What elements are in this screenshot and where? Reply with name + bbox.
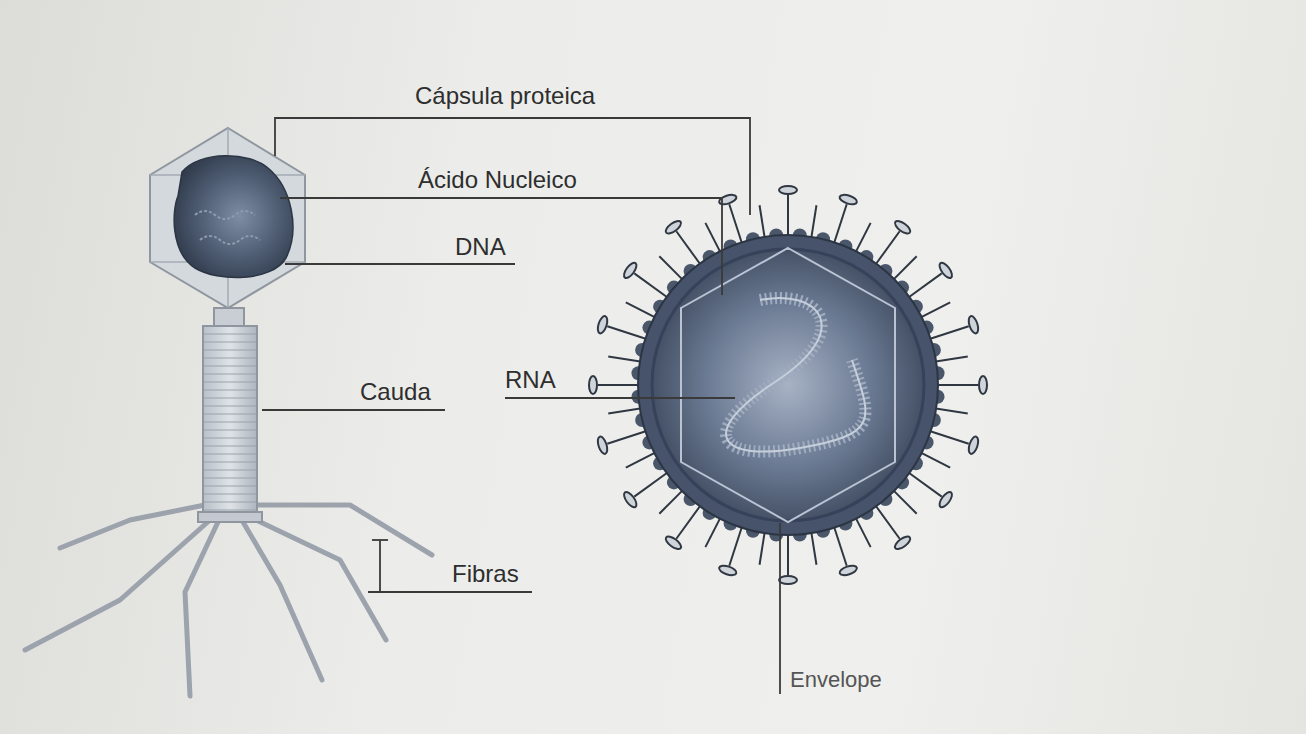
- spike: [729, 526, 742, 566]
- tail-ring: [204, 365, 256, 366]
- tail-ring: [204, 437, 256, 438]
- spike: [855, 517, 870, 547]
- spike: [936, 384, 978, 386]
- spike: [875, 231, 900, 265]
- tail-ring: [204, 397, 256, 398]
- spike: [634, 273, 668, 298]
- spike: [676, 231, 701, 265]
- spike: [607, 326, 647, 339]
- spike: [705, 223, 720, 253]
- spike-knob: [664, 534, 683, 551]
- spike: [626, 302, 656, 317]
- part-label: Fibras: [452, 560, 519, 588]
- spike: [929, 326, 969, 339]
- spike: [834, 526, 847, 566]
- spike-knob: [779, 186, 797, 194]
- spike: [811, 205, 816, 239]
- spike: [929, 431, 969, 444]
- tail-ring: [204, 341, 256, 342]
- spike-knob: [937, 490, 954, 509]
- spike: [934, 357, 968, 362]
- spike: [659, 256, 683, 280]
- spike-knob: [893, 534, 912, 551]
- enveloped-virus: [589, 186, 987, 584]
- tail-ring: [204, 413, 256, 414]
- spike-knob: [718, 564, 738, 577]
- part-label: Cápsula proteica: [415, 82, 595, 110]
- spike: [893, 490, 917, 514]
- spike: [607, 431, 647, 444]
- tail-ring: [204, 405, 256, 406]
- spike: [608, 357, 642, 362]
- spike-knob: [967, 435, 980, 455]
- spike: [875, 505, 900, 539]
- spike-knob: [979, 376, 987, 394]
- spike-knob: [779, 576, 797, 584]
- part-label: RNA: [505, 366, 556, 394]
- spike: [598, 384, 640, 386]
- spike: [834, 204, 847, 244]
- tail-ring: [204, 461, 256, 462]
- spike: [659, 490, 683, 514]
- spike-knob: [838, 193, 858, 206]
- spike-knob: [596, 315, 609, 335]
- bacteriophage: [25, 128, 432, 696]
- spike: [908, 273, 942, 298]
- spike-knob: [589, 376, 597, 394]
- tail-ring: [204, 333, 256, 334]
- spike: [760, 531, 765, 565]
- part-label: Ácido Nucleico: [418, 166, 577, 194]
- spike: [729, 204, 742, 244]
- part-label: Cauda: [360, 378, 431, 406]
- spike-knob: [838, 564, 858, 577]
- part-label: DNA: [455, 233, 506, 261]
- tail-ring: [204, 493, 256, 494]
- spike-knob: [718, 193, 738, 206]
- tail-ring: [204, 373, 256, 374]
- spike: [626, 452, 656, 467]
- spike: [608, 408, 642, 413]
- spike-knob: [937, 261, 954, 280]
- spike: [920, 302, 950, 317]
- tail-ring: [204, 429, 256, 430]
- spike: [920, 452, 950, 467]
- spike: [811, 531, 816, 565]
- leader-lines: [262, 118, 780, 694]
- spike-knob: [664, 219, 683, 236]
- spike-knob: [622, 490, 639, 509]
- spike: [676, 505, 701, 539]
- spike-knob: [622, 261, 639, 280]
- spike-knob: [893, 219, 912, 236]
- tail-ring: [204, 469, 256, 470]
- tail-ring: [204, 509, 256, 510]
- spike-knob: [596, 435, 609, 455]
- spike: [787, 533, 789, 575]
- tail-ring: [204, 357, 256, 358]
- spike: [855, 223, 870, 253]
- part-label: Envelope: [790, 666, 882, 694]
- tail-ring: [204, 445, 256, 446]
- tail-ring: [204, 389, 256, 390]
- tail-ring: [204, 477, 256, 478]
- spike: [760, 205, 765, 239]
- spike: [893, 256, 917, 280]
- tail-ring: [204, 349, 256, 350]
- tail-ring: [204, 381, 256, 382]
- tail-ring: [204, 453, 256, 454]
- spike: [908, 472, 942, 497]
- tail-ring: [204, 421, 256, 422]
- spike: [634, 472, 668, 497]
- tail-ring: [204, 485, 256, 486]
- spike: [705, 517, 720, 547]
- tail-ring: [204, 501, 256, 502]
- spike-knob: [967, 315, 980, 335]
- spike: [934, 408, 968, 413]
- spike: [787, 195, 789, 237]
